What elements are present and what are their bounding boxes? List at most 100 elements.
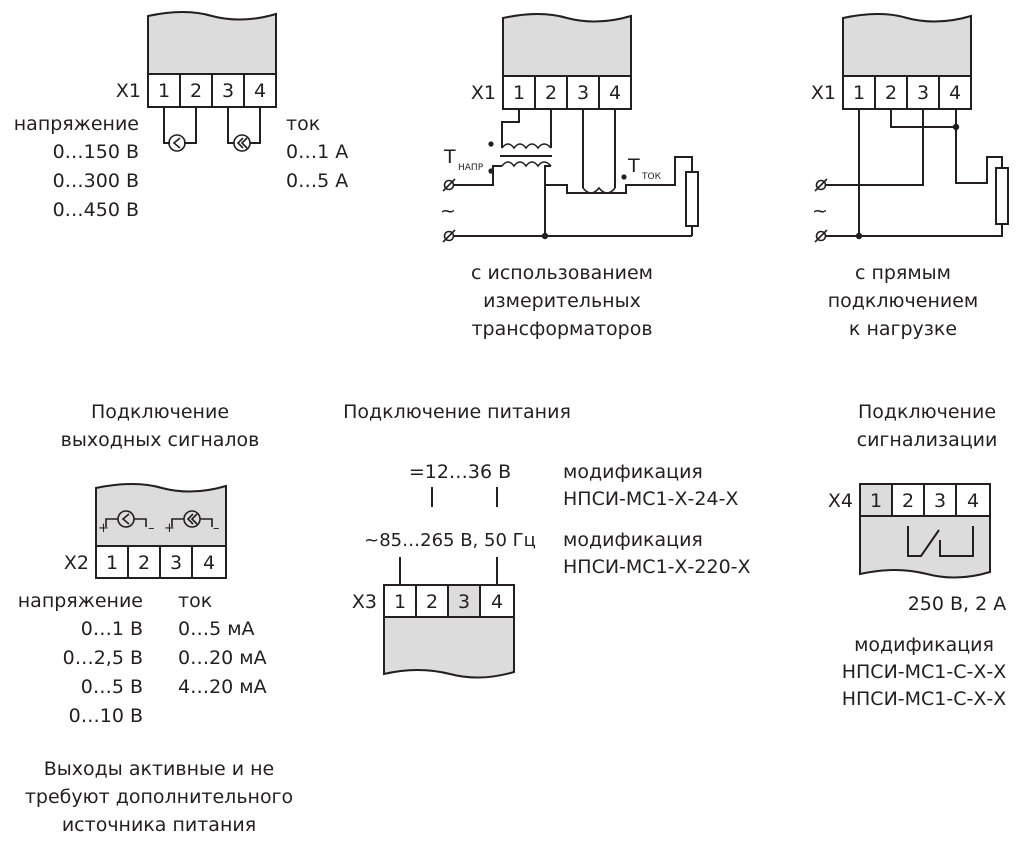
junction-dot [952,123,960,131]
source-terminal [815,230,827,242]
vt-label: Т [443,146,456,168]
output-voltage-source: + – [98,510,155,536]
svg-text:+: + [98,521,109,536]
terminal-cell [243,73,277,108]
current-range: 0…5 А [286,170,348,192]
wire-terminal-3 [825,109,924,186]
terminal-label: 1 [158,80,170,102]
vt-label-sub: НАПР [458,163,484,173]
mod-code: НПСИ-МС1-Х-24-Х [563,488,738,510]
note-line: Выходы активные и не [44,758,274,780]
vt-secondary-wire [501,109,520,148]
ac-symbol: ~ [812,200,828,222]
terminal-label: 1 [853,82,865,104]
device-block [859,515,991,579]
source-terminal [815,179,827,191]
ct-primary-wire [545,156,693,194]
polarity-dot [621,174,627,180]
mod-code: НПСИ-МС1-Х-220-Х [563,556,751,578]
current-range: 0…1 А [286,141,348,163]
terminal-label: 2 [426,591,438,613]
device-block [842,13,972,77]
terminal-label: 4 [967,490,979,512]
connector-label: X3 [352,591,377,613]
mod-label: модификация [854,634,994,656]
section-title: Подключение [91,401,229,423]
load-resistor [685,171,699,227]
junction-dot [541,232,549,240]
terminal-label: 3 [917,82,929,104]
vt-primary-return [544,165,551,236]
voltmeter-icon [168,134,186,152]
terminal-label: 2 [138,552,150,574]
relay-rating: 250 В, 2 А [908,593,1007,615]
terminal-label: 2 [545,82,557,104]
voltage-range: 0…150 В [53,141,139,163]
connector-label: X2 [64,552,89,574]
device-block [383,616,515,679]
direct-connection-diagram: 1 2 3 4 X1 ~ с прямым подключением к наг… [811,13,1009,340]
mod-code: НПСИ-МС1-С-Х-Х [842,688,1007,710]
caption-line: к нагрузке [849,318,957,340]
terminal-cell [534,75,568,110]
connector-label: X1 [471,82,496,104]
transformer-diagram: 1 2 3 4 X1 Т НАПР Т ТОК [440,13,699,340]
terminal-cell [127,545,161,579]
device-block [95,483,227,547]
vt-primary-coil [501,161,552,168]
line-wire-top [453,165,502,186]
voltage-range: 0…1 В [81,618,143,640]
ac-symbol: ~ [440,200,456,222]
current-label: ток [178,590,212,612]
relay-contacts-icon [907,526,974,557]
ct-label: Т [627,155,640,177]
device-block [147,11,277,75]
terminal-label: 2 [902,490,914,512]
terminal-label: 2 [885,82,897,104]
ammeter-wiring [227,107,261,144]
terminal-label: 4 [254,80,266,102]
wire-to-load [955,127,1003,184]
voltage-label: напряжение [18,590,143,612]
caption-line: трансформаторов [471,318,652,340]
terminal-label: 3 [222,80,234,102]
terminal-label: 2 [190,80,202,102]
voltage-label: напряжение [14,113,139,135]
section-title: сигнализации [857,429,998,451]
terminal-cell [415,584,449,618]
mod-code: НПСИ-МС1-С-Х-Х [842,661,1007,683]
mod-label: модификация [563,461,703,483]
power-supply-diagram: Подключение питания =12…36 В модификация… [343,401,751,679]
source-terminal [443,230,455,242]
note-line: источника питания [62,814,256,836]
section-title: Подключение питания [343,401,571,423]
terminal-label: 4 [949,82,961,104]
return-wire [825,224,1003,237]
voltage-range: 0…10 В [69,705,143,727]
connector-label: X1 [116,80,141,102]
current-label: ток [286,113,320,135]
terminal-cell [566,75,600,110]
load-resistor [995,167,1009,225]
voltage-range: 0…450 В [53,199,139,221]
current-range: 0…20 мА [178,647,267,669]
output-current-source: + – [164,510,220,536]
device-block [502,13,632,77]
svg-text:–: – [148,521,155,536]
terminal-label: 3 [934,490,946,512]
dc-supply-label: =12…36 В [409,461,511,483]
connector-label: X1 [811,82,836,104]
terminal-cell [191,545,227,579]
source-terminal [443,179,455,191]
voltage-current-diagram: 1 2 3 4 X1 напряжение 0…150 В 0…300 В 0…… [14,11,348,221]
current-range: 4…20 мА [178,676,267,698]
terminal-label: 1 [394,591,406,613]
terminal-label: 3 [577,82,589,104]
terminal-label: 3 [458,591,470,613]
voltage-range: 0…5 В [81,676,143,698]
ammeter-icon [233,134,251,152]
polarity-dot [488,141,494,147]
terminal-label: 1 [870,490,882,512]
caption-line: подключением [828,290,979,312]
section-title: Подключение [858,401,996,423]
